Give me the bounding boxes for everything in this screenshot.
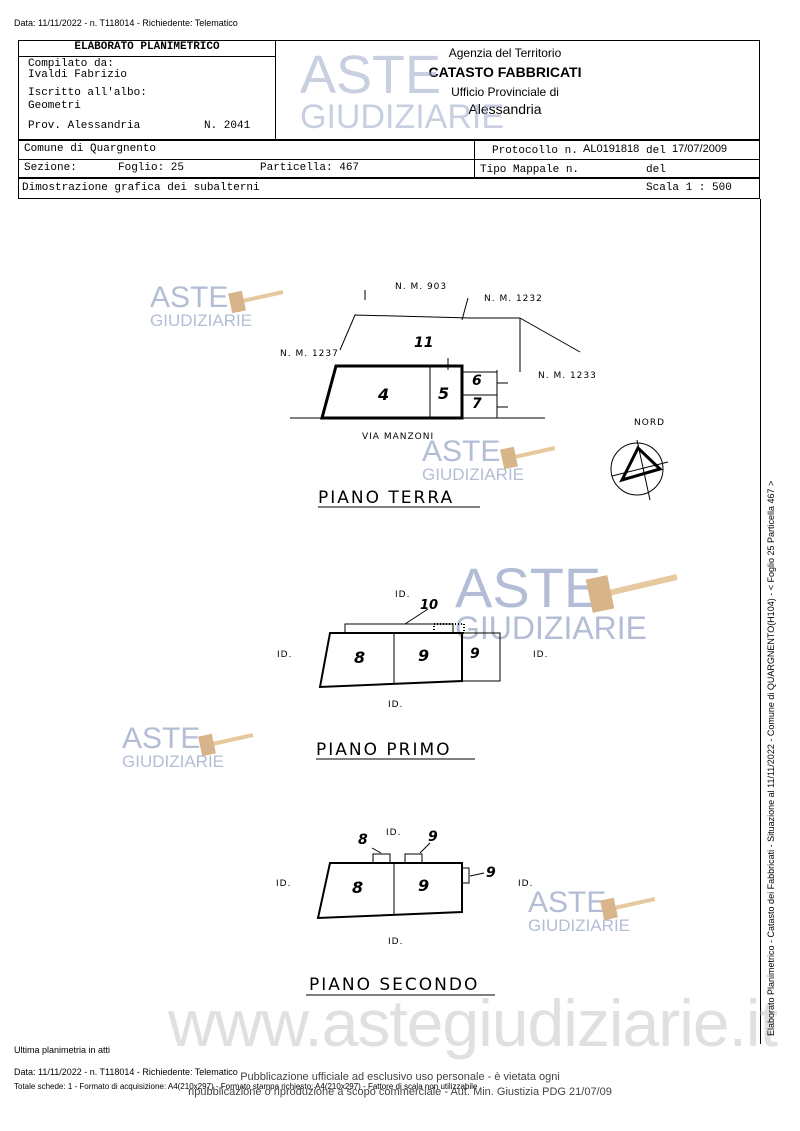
watermark-giudiziarie-header: GIUDIZIARIE xyxy=(300,98,505,136)
sub-9-right: 9 xyxy=(486,865,496,881)
id-left: ID. xyxy=(276,879,292,889)
sub-9-arrow: 9 xyxy=(428,829,438,845)
watermark-giudiziarie-5: GIUDIZIARIE xyxy=(528,916,631,935)
id-right: ID. xyxy=(518,879,534,889)
protocollo-label: Protocollo n. xyxy=(492,145,578,157)
id-top: ID. xyxy=(395,590,411,600)
id-bottom: ID. xyxy=(388,937,404,947)
side-caption: Elaborato Planimetrico - Catasto dei Fab… xyxy=(766,480,776,1036)
del-value: 17/07/2009 xyxy=(672,143,728,155)
sub-7: 7 xyxy=(472,396,482,412)
tipo-mappale: Tipo Mappale n. xyxy=(480,164,580,176)
gavel-icon xyxy=(500,446,556,470)
agency-line-1: Agenzia del Territorio xyxy=(448,46,562,60)
comune: Comune di Quargnento xyxy=(24,143,157,155)
registration-number: N. 2041 xyxy=(204,120,251,132)
footer-format-line: Totale schede: 1 - Formato di acquisizio… xyxy=(14,1082,478,1091)
iscritto-value: Geometri xyxy=(28,100,81,112)
compilato-name: Ivaldi Fabrizio xyxy=(28,69,128,81)
sub-6: 6 xyxy=(472,373,482,389)
ultima-planimetria: Ultima planimetria in atti xyxy=(14,1045,111,1055)
id-bottom: ID. xyxy=(388,700,404,710)
publication-note-2: ripubblicazione o riproduzione a scopo c… xyxy=(188,1086,612,1098)
gavel-icon xyxy=(600,897,656,921)
watermark-site: www.astegiudiziarie.it xyxy=(168,986,778,1060)
id-top: ID. xyxy=(386,828,402,838)
sezione-label: Sezione: xyxy=(24,162,77,174)
del-label: del xyxy=(646,145,666,157)
watermark-aste-4: ASTE xyxy=(122,722,201,755)
watermark-aste-3: ASTE xyxy=(455,556,602,619)
street-name: VIA MANZONI xyxy=(362,432,435,442)
gavel-icon xyxy=(198,733,254,757)
nm-1233: N. M. 1233 xyxy=(538,371,597,381)
sub-9: 9 xyxy=(418,876,430,895)
sub-9: 9 xyxy=(418,646,430,665)
compilato-label: Compilato da: xyxy=(28,58,114,70)
dimostrazione: Dimostrazione grafica dei subalterni xyxy=(22,182,260,194)
sub-9: 9 xyxy=(470,646,480,662)
province: Prov. Alessandria xyxy=(28,120,141,132)
sub-8-arrow: 8 xyxy=(358,832,368,848)
sub-8: 8 xyxy=(354,648,366,667)
top-request-line: Data: 11/11/2022 - n. T118014 - Richiede… xyxy=(14,18,238,28)
watermark-giudiziarie-1: GIUDIZIARIE xyxy=(150,311,253,330)
protocollo-value: AL0191818 xyxy=(583,143,640,155)
header-left-box xyxy=(18,40,276,140)
gavel-icon xyxy=(228,290,284,314)
watermark-aste-5: ASTE xyxy=(528,886,607,919)
sub-8: 8 xyxy=(352,878,364,897)
watermark-giudiziarie-4: GIUDIZIARIE xyxy=(122,752,225,771)
del2-label: del xyxy=(646,164,666,176)
drawing-right-border xyxy=(760,199,761,1044)
nm-903: N. M. 903 xyxy=(395,282,448,292)
divider xyxy=(18,56,276,57)
watermark-aste-2: ASTE xyxy=(422,435,501,468)
gavel-icon xyxy=(585,574,678,613)
scala: Scala 1 : 500 xyxy=(646,182,732,194)
watermark-aste-header: ASTE xyxy=(300,45,442,105)
sub-4: 4 xyxy=(378,385,390,404)
iscritto-label: Iscritto all'albo: xyxy=(28,87,147,99)
footer-request-line: Data: 11/11/2022 - n. T118014 - Richiede… xyxy=(14,1067,238,1077)
watermark-giudiziarie-2: GIUDIZIARIE xyxy=(422,465,525,484)
agency-line-2: CATASTO FABBRICATI xyxy=(428,64,582,80)
piano-primo-title: PIANO PRIMO xyxy=(316,740,452,760)
nm-1232: N. M. 1232 xyxy=(484,294,543,304)
sub-5: 5 xyxy=(438,384,450,403)
sub-11: 11 xyxy=(414,335,434,351)
particella: Particella: 467 xyxy=(260,162,360,174)
piano-secondo-title: PIANO SECONDO xyxy=(309,975,480,995)
document-title: ELABORATO PLANIMETRICO xyxy=(74,41,220,53)
sub-10: 10 xyxy=(420,598,439,613)
dimostrazione-row xyxy=(18,178,760,199)
foglio: Foglio: 25 xyxy=(118,162,185,174)
nm-1237: N. M. 1237 xyxy=(280,349,339,359)
publication-note-1: Pubblicazione ufficiale ad esclusivo uso… xyxy=(240,1071,560,1083)
agency-line-3: Ufficio Provinciale di xyxy=(451,85,559,99)
agency-line-4: Alessandria xyxy=(468,101,542,117)
id-left: ID. xyxy=(277,650,293,660)
watermark-aste-1: ASTE xyxy=(150,281,229,314)
watermark-giudiziarie-3: GIUDIZIARIE xyxy=(455,610,648,646)
id-right: ID. xyxy=(533,650,549,660)
divider xyxy=(18,159,760,160)
piano-terra-title: PIANO TERRA xyxy=(318,488,455,508)
north-label: NORD xyxy=(634,418,665,428)
